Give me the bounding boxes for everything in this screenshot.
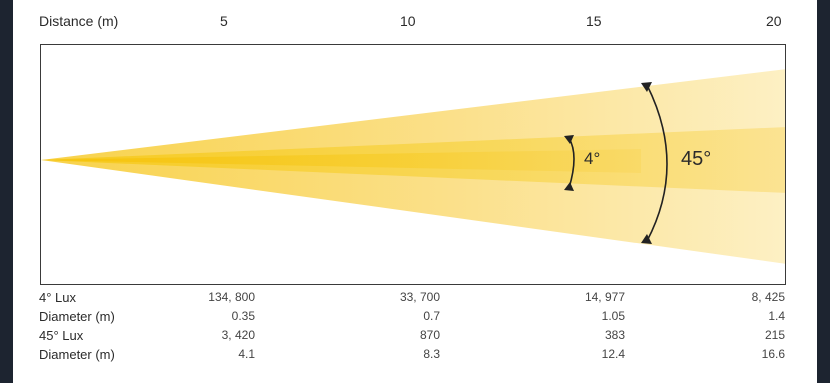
wide-arc-arrow-top — [641, 82, 652, 92]
table-row: 45° Lux 3, 420 870 383 215 — [13, 326, 817, 345]
table-cell: 14, 977 — [584, 290, 625, 304]
narrow-arc-arrow-bottom — [564, 182, 574, 191]
table-cell: 383 — [604, 328, 625, 342]
narrow-angle-label: 4° — [584, 149, 601, 168]
beam-chart-panel: Distance (m) 5 10 15 20 — [13, 0, 817, 383]
row-label: Diameter (m) — [39, 309, 115, 324]
beam-diagram: 4° 45° — [40, 44, 786, 285]
lux-table: 4° Lux 134, 800 33, 700 14, 977 8, 425 D… — [13, 288, 817, 364]
wide-arc-arrow-bottom — [641, 234, 652, 244]
table-row: 4° Lux 134, 800 33, 700 14, 977 8, 425 — [13, 288, 817, 307]
table-cell: 8, 425 — [751, 290, 785, 304]
table-cell: 16.6 — [761, 347, 785, 361]
distance-tick-10: 10 — [400, 13, 416, 29]
table-cell: 4.1 — [238, 347, 255, 361]
table-cell: 3, 420 — [221, 328, 255, 342]
distance-tick-20: 20 — [766, 13, 782, 29]
distance-tick-15: 15 — [586, 13, 602, 29]
table-cell: 1.05 — [601, 309, 625, 323]
distance-axis-label: Distance (m) — [39, 13, 119, 29]
row-label: 4° Lux — [39, 290, 77, 305]
table-cell: 134, 800 — [208, 290, 255, 304]
distance-header: Distance (m) 5 10 15 20 — [13, 0, 817, 44]
table-cell: 33, 700 — [399, 290, 440, 304]
table-cell: 8.3 — [423, 347, 440, 361]
wide-angle-arc — [646, 84, 668, 242]
table-cell: 1.4 — [768, 309, 785, 323]
table-cell: 215 — [764, 328, 785, 342]
wide-angle-label: 45° — [681, 148, 712, 170]
beam-cone-svg — [41, 69, 785, 264]
distance-tick-5: 5 — [220, 13, 228, 29]
table-cell: 0.7 — [423, 309, 440, 323]
narrow-arc-arrow-top — [564, 135, 574, 144]
table-cell: 870 — [419, 328, 440, 342]
table-cell: 12.4 — [601, 347, 625, 361]
narrow-beam-cone — [41, 149, 641, 173]
table-row: Diameter (m) 4.1 8.3 12.4 16.6 — [13, 345, 817, 364]
table-cell: 0.35 — [231, 309, 255, 323]
row-label: Diameter (m) — [39, 347, 115, 362]
table-row: Diameter (m) 0.35 0.7 1.05 1.4 — [13, 307, 817, 326]
row-label: 45° Lux — [39, 328, 84, 343]
